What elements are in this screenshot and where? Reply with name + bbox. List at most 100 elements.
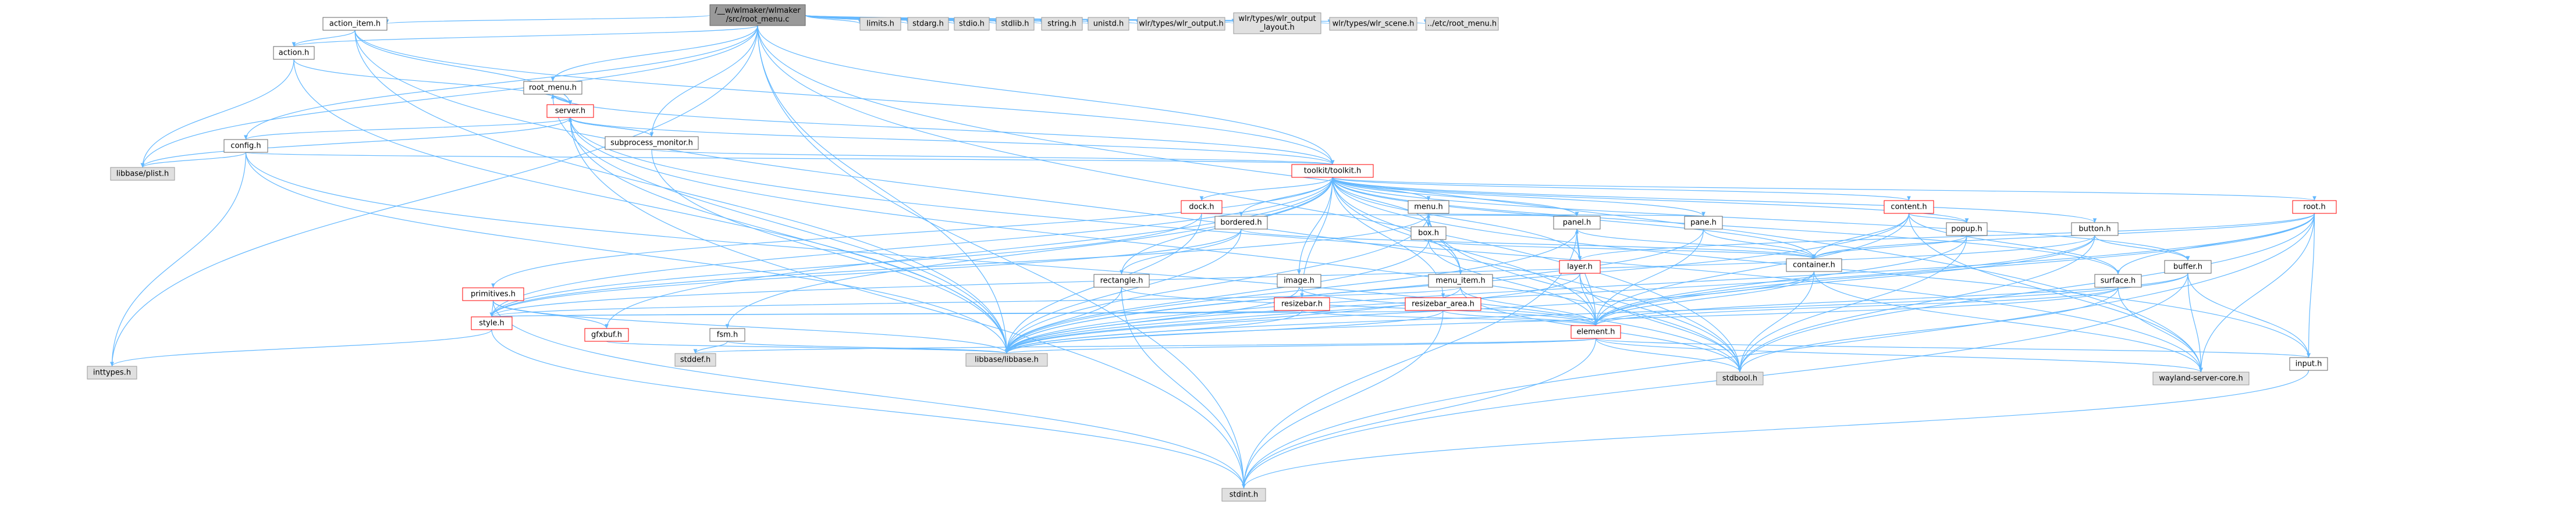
node-box — [1405, 297, 1481, 311]
node-box — [223, 139, 268, 153]
node-box — [1716, 372, 1764, 385]
node-label: content.h — [1891, 203, 1927, 212]
node-action-item-h[interactable]: action_item.h — [322, 17, 388, 31]
node-label: resizebar.h — [1281, 300, 1323, 309]
node-root-h[interactable]: root.h — [2292, 200, 2337, 214]
node-fsm-h[interactable]: fsm.h — [709, 328, 745, 342]
edge-config_h-to-stdbool_h — [245, 152, 1742, 373]
edge-content_h-to-popup_h — [1908, 213, 1969, 223]
edge-root-to-stdint_h — [757, 25, 1246, 489]
node-resizebar-h[interactable]: resizebar.h — [1274, 297, 1330, 311]
node-dock-h[interactable]: dock.h — [1181, 200, 1223, 214]
edge-buffer_h-to-libbase_h — [1004, 273, 2188, 354]
node-element-h[interactable]: element.h — [1571, 325, 1621, 339]
edge-root-to-subprocess_monitor_h — [649, 25, 758, 137]
node-box — [1559, 260, 1601, 274]
node-label: menu.h — [1414, 203, 1443, 212]
node-panel-h[interactable]: panel.h — [1553, 216, 1601, 230]
edge-toolkit_h-to-fsm_h — [725, 177, 1333, 329]
node-label: stddef.h — [680, 356, 710, 365]
node-content-h[interactable]: content.h — [1884, 200, 1934, 214]
edge-root_h-to-input_h — [2307, 213, 2315, 358]
edge-panel_h-to-container_h — [1576, 228, 1816, 259]
node-layer-h[interactable]: layer.h — [1559, 260, 1601, 274]
edge-container_h-to-stdbool_h — [1738, 271, 1815, 373]
node-bordered-h[interactable]: bordered.h — [1214, 216, 1268, 230]
node-label: layer.h — [1567, 263, 1593, 272]
edge-container_h-to-wayland_h — [1813, 271, 2203, 373]
edge-config_h-to-inttypes_h — [110, 152, 247, 367]
node-box — [471, 316, 513, 330]
edge-toolkit_h-to-dock_h — [1199, 177, 1333, 201]
edge-root-to-root_menu_h — [550, 25, 758, 82]
node-label: string.h — [1047, 20, 1076, 28]
node-primitives-h[interactable]: primitives.h — [462, 287, 524, 301]
edge-root_h-to-surface_h — [2116, 213, 2315, 275]
node-gfxbuf-h[interactable]: gfxbuf.h — [584, 328, 629, 342]
edge-subprocess_monitor_h-to-libbase_h — [651, 149, 1009, 354]
edge-server_h-to-stdbool_h — [570, 117, 1742, 373]
node-buffer-h[interactable]: buffer.h — [2164, 260, 2212, 274]
node-popup-h[interactable]: popup.h — [1946, 222, 1988, 236]
node-box — [1410, 226, 1447, 240]
node-container-h[interactable]: container.h — [1786, 258, 1842, 272]
edge-layer_h-to-element_h — [1579, 273, 1598, 326]
node-box — [1684, 216, 1723, 230]
node-box — [996, 17, 1035, 31]
node-box — [273, 46, 315, 60]
node-root[interactable]: /__w/wlmaker/wlmaker/src/root_menu.c — [709, 4, 806, 26]
node-stdio-h: stdio.h — [954, 17, 990, 31]
node-surface-h[interactable]: surface.h — [2094, 274, 2142, 288]
node-label: limits.h — [866, 20, 894, 28]
node-config-h[interactable]: config.h — [223, 139, 268, 153]
node-button-h[interactable]: button.h — [2071, 222, 2119, 236]
edge-config_h-to-libbase_plist_h — [140, 152, 247, 168]
node-wlr-scene-h: wlr/types/wlr_scene.h — [1329, 17, 1417, 31]
edge-button_h-to-element_h — [1594, 235, 2095, 326]
edge-element_h-to-stdbool_h — [1595, 338, 1742, 373]
node-label: stdint.h — [1230, 491, 1258, 499]
node-menu-item-h[interactable]: menu_item.h — [1428, 274, 1493, 288]
node-label: server.h — [555, 107, 585, 116]
node-subprocess-monitor-h[interactable]: subprocess_monitor.h — [605, 136, 699, 150]
node-label: wayland-server-core.h — [2159, 374, 2243, 383]
edge-toolkit_h-to-layer_h — [1332, 177, 1582, 261]
edge-action_item_h-to-action_h — [292, 30, 356, 47]
edge-toolkit_h-to-primitives_h — [491, 177, 1333, 288]
node-box — [1428, 274, 1493, 288]
edge-dock_h-to-style_h — [489, 213, 1202, 317]
node-box — [2094, 274, 2142, 288]
node-toolkit-h[interactable]: toolkit/toolkit.h — [1291, 164, 1374, 178]
edge-server_h-to-config_h — [244, 117, 571, 140]
node-rectangle-h[interactable]: rectangle.h — [1093, 274, 1150, 288]
edge-panel_h-to-element_h — [1576, 228, 1598, 326]
edge-gfxbuf_h-to-libbase_h — [606, 341, 1008, 354]
node-menu-h[interactable]: menu.h — [1408, 200, 1449, 214]
node-label: dock.h — [1189, 203, 1214, 212]
node-box — [2289, 357, 2328, 371]
node-image-h[interactable]: image.h — [1277, 274, 1321, 288]
edge-root-to-config_h — [244, 25, 758, 140]
node-box — [1884, 200, 1934, 214]
node-pane-h[interactable]: pane.h — [1684, 216, 1723, 230]
node-server-h[interactable]: server.h — [546, 104, 594, 118]
edge-toolkit_h-to-content_h — [1332, 177, 1911, 201]
node-action-h[interactable]: action.h — [273, 46, 315, 60]
edge-resizebar_h-to-element_h — [1301, 310, 1598, 326]
edge-toolkit_h-to-image_h — [1297, 177, 1333, 275]
node-string-h: string.h — [1041, 17, 1083, 31]
edge-bordered_h-to-libbase_h — [1004, 228, 1242, 354]
edge-toolkit_h-to-style_h — [489, 177, 1333, 317]
node-input-h[interactable]: input.h — [2289, 357, 2328, 371]
edge-button_h-to-buffer_h — [2094, 235, 2190, 261]
node-box — [1137, 17, 1225, 31]
node-style-h[interactable]: style.h — [471, 316, 513, 330]
node-resizebar-area-h[interactable]: resizebar_area.h — [1405, 297, 1481, 311]
node-label: surface.h — [2101, 277, 2136, 285]
edge-toolkit_h-to-button_h — [1332, 177, 2097, 223]
node-box-h[interactable]: box.h — [1410, 226, 1447, 240]
edge-input_h-to-stdint_h — [1242, 370, 2309, 489]
node-root-menu-h[interactable]: root_menu.h — [523, 81, 582, 95]
edge-rectangle_h-to-stdint_h — [1121, 287, 1246, 489]
node-label: ../etc/root_menu.h — [1427, 20, 1497, 28]
